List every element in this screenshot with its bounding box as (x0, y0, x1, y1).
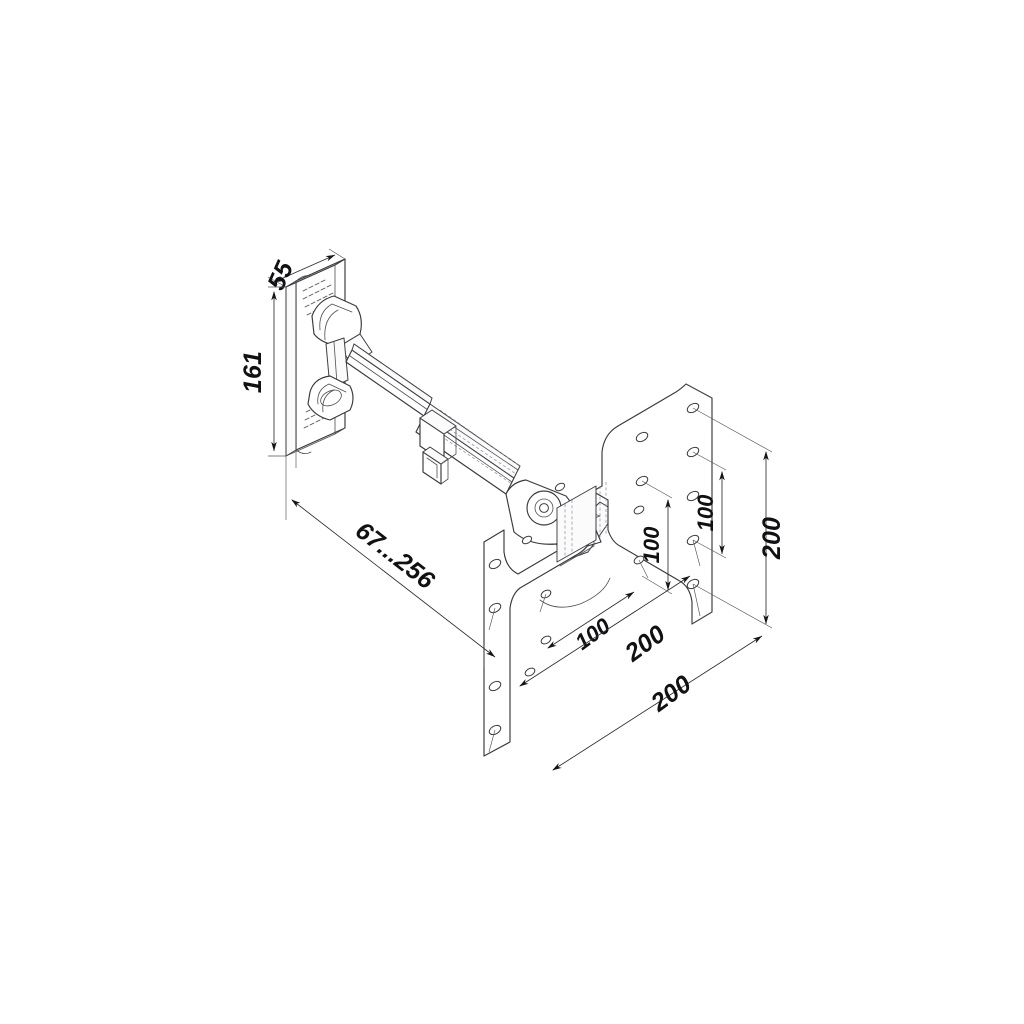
dimension-label-200-bottom-outer: 200 (645, 670, 696, 718)
dimension-label-161: 161 (239, 351, 267, 393)
dimension-label-100-bottom-inner: 100 (570, 613, 615, 655)
dimension-arm-extension: 67...256 (285, 450, 496, 668)
dimension-vesa-outer-horizontal: 200 (488, 583, 763, 771)
dimension-vesa-inner-vertical: 100 (639, 480, 673, 595)
dimension-vesa-outer-vertical-200: 200 (692, 407, 786, 629)
dimension-label-200-outer-vertical: 200 (758, 517, 786, 560)
dimension-label-200-bottom-mid: 200 (619, 620, 670, 668)
dimension-label-100-inner-vertical: 100 (639, 526, 664, 563)
arm-collar (419, 409, 457, 485)
dimension-wall-plate-height: 161 (239, 286, 286, 457)
dimension-vesa-outer-vertical-100: 100 (692, 451, 727, 559)
dimension-label-100-outer-vertical: 100 (693, 494, 718, 531)
swivel-joint (307, 295, 373, 421)
dimension-label-arm-extension: 67...256 (350, 516, 440, 595)
